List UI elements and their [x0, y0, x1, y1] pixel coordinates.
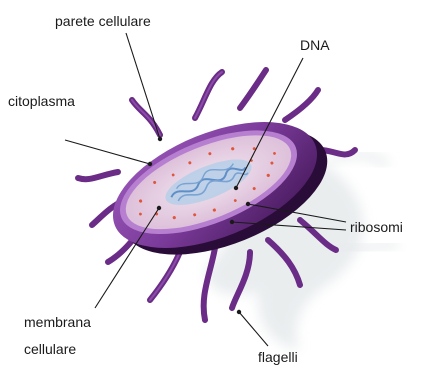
leader-cytoplasm — [65, 140, 150, 164]
label-cell-wall: parete cellulare — [55, 13, 151, 29]
label-membrane-line1: membrana — [24, 314, 91, 330]
label-flagella: flagelli — [258, 349, 298, 365]
label-ribosomes: ribosomi — [350, 219, 403, 235]
label-membrane-line2: cellulare — [24, 341, 76, 357]
leader-cell-wall — [126, 33, 160, 139]
flagellum — [78, 172, 118, 179]
label-dna: DNA — [300, 37, 330, 53]
flagellum — [285, 90, 318, 120]
flagellum — [240, 70, 266, 108]
label-cytoplasm: citoplasma — [8, 93, 75, 109]
